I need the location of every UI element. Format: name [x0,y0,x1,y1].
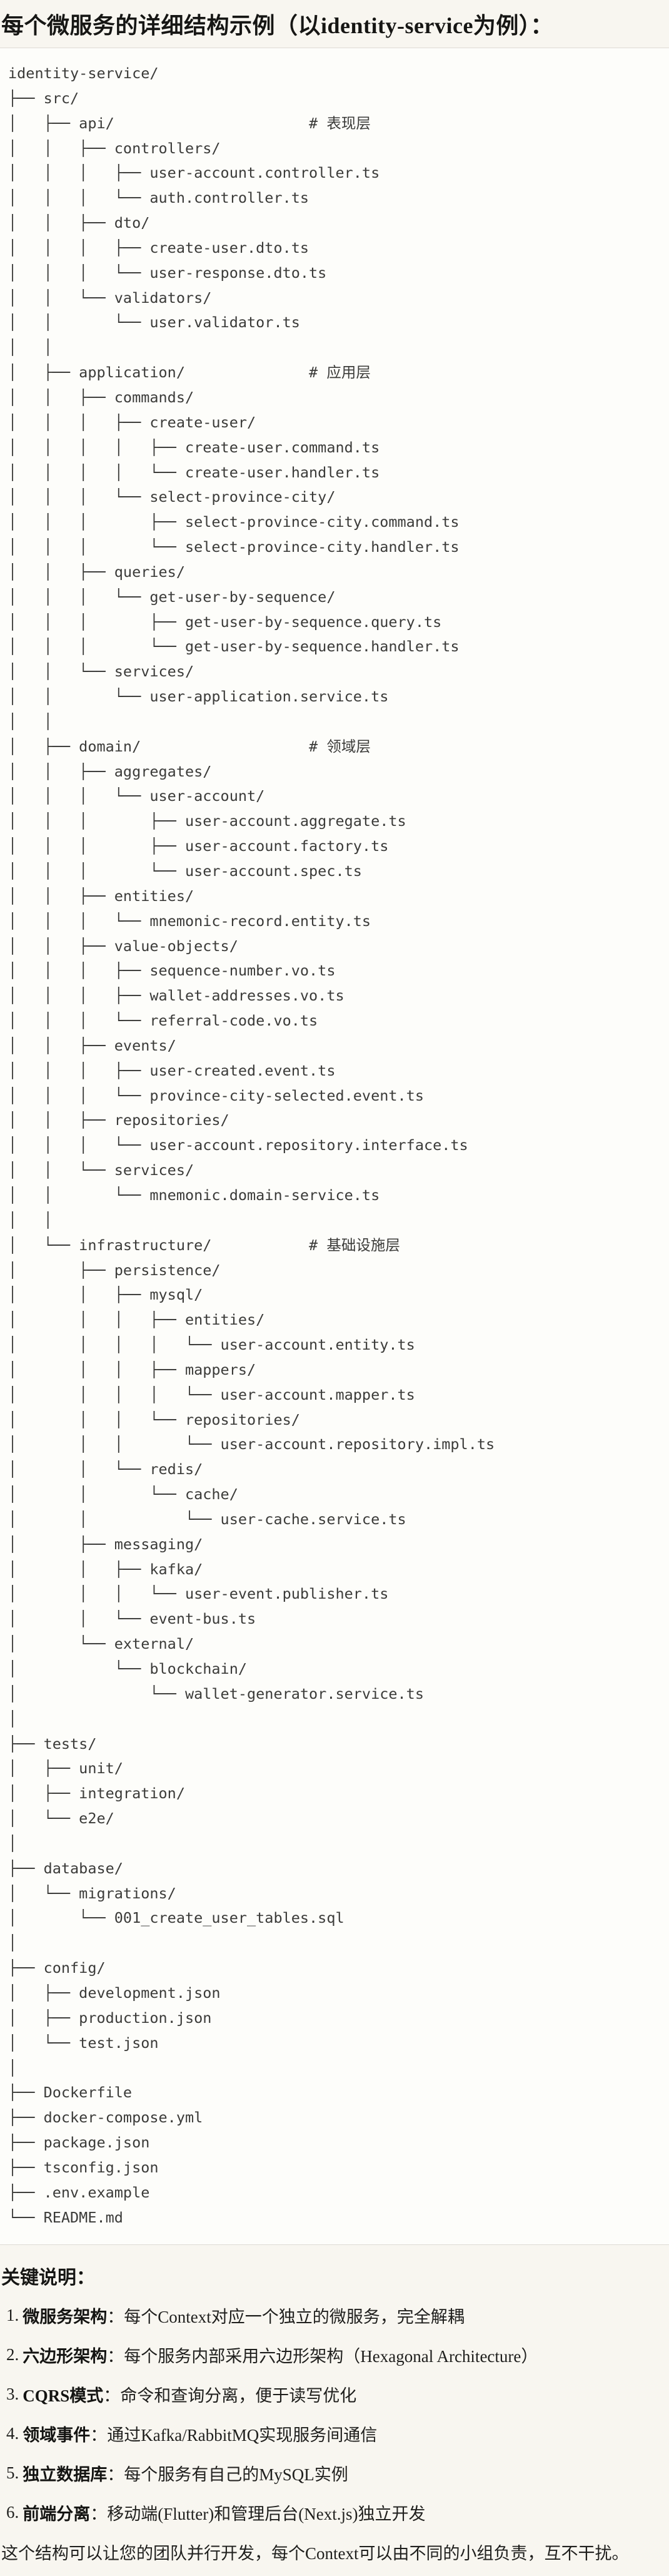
key-point-number: 6. [6,2502,19,2522]
key-point-text: ：每个Context对应一个独立的微服务，完全解耦 [107,2307,465,2326]
key-point-item-6: 6.前端分离：移动端(Flutter)和管理后台(Next.js)独立开发 [0,2500,669,2524]
closing-paragraph: 这个结构可以让您的团队并行开发，每个Context可以由不同的小组负责，互不干扰… [1,2543,629,2563]
key-point-text: ：每个服务有自己的MySQL实例 [107,2465,348,2484]
code-block: identity-service/ ├── src/ │ ├── api/ # … [0,48,669,2246]
key-point-number: 4. [6,2423,19,2443]
key-point-number: 2. [6,2344,19,2364]
key-point-label: 前端分离 [23,2504,91,2523]
key-point-label: 领域事件 [23,2425,91,2445]
page-title: 每个微服务的详细结构示例（以identity-service为例）： [1,13,553,38]
key-point-text: ：命令和查询分离，便于读写优化 [103,2386,357,2405]
key-point-label: 六边形架构 [23,2346,108,2366]
key-point-item-2: 2.六边形架构：每个服务内部采用六边形架构（Hexagonal Architec… [0,2343,669,2366]
key-point-label: 微服务架构 [23,2307,108,2326]
key-point-number: 1. [6,2305,19,2324]
key-point-text: ：每个服务内部采用六边形架构（Hexagonal Architecture） [107,2346,538,2366]
key-points-list: 1.微服务架构：每个Context对应一个独立的微服务，完全解耦 2.六边形架构… [0,2303,669,2524]
key-point-number: 5. [6,2463,19,2482]
section-heading: 关键说明： [1,2268,95,2289]
key-point-label: CQRS模式 [23,2386,104,2405]
key-point-item-4: 4.领域事件：通过Kafka/RabbitMQ实现服务间通信 [0,2421,669,2445]
key-point-item-5: 5.独立数据库：每个服务有自己的MySQL实例 [0,2461,669,2485]
key-point-item-3: 3.CQRS模式：命令和查询分离，便于读写优化 [0,2382,669,2406]
key-point-item-1: 1.微服务架构：每个Context对应一个独立的微服务，完全解耦 [0,2303,669,2327]
key-point-label: 独立数据库 [23,2465,108,2484]
key-point-text: ：移动端(Flutter)和管理后台(Next.js)独立开发 [90,2504,426,2523]
key-point-text: ：通过Kafka/RabbitMQ实现服务间通信 [90,2425,378,2445]
key-point-number: 3. [6,2384,19,2403]
directory-tree: identity-service/ ├── src/ │ ├── api/ # … [8,64,495,2226]
